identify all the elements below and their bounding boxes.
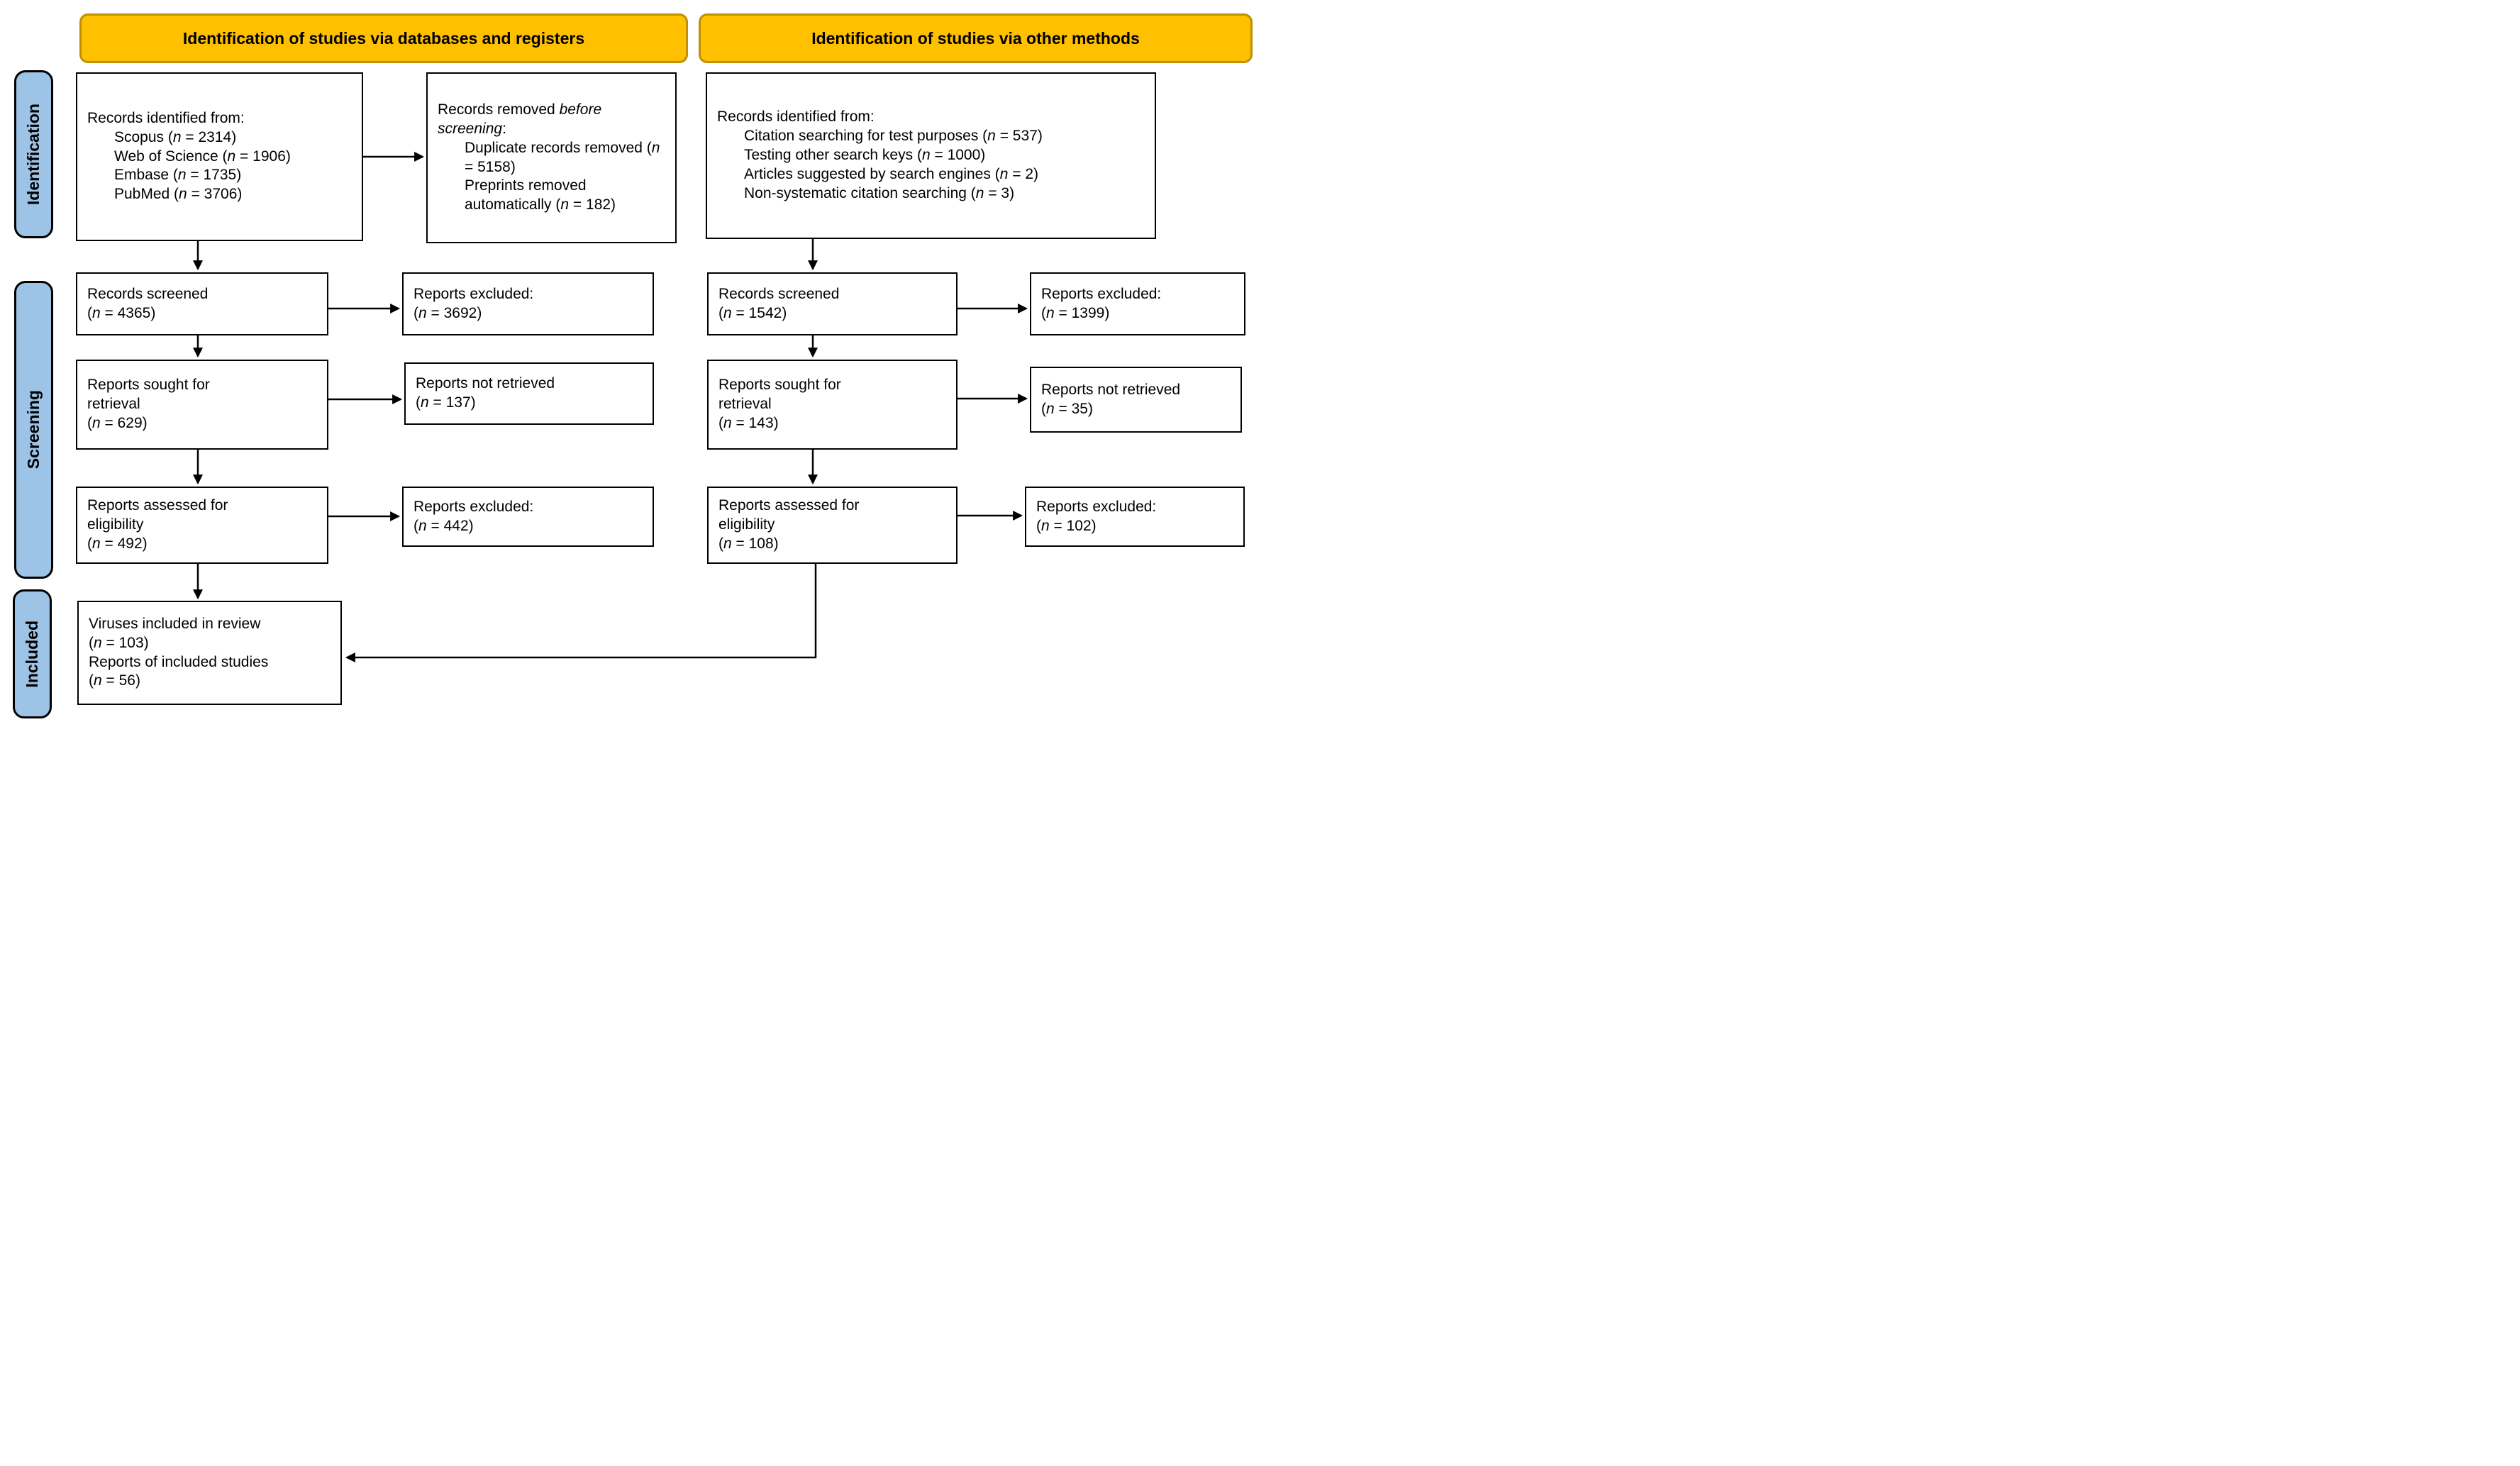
box-reports-assessed-other-methods: Reports assessed for eligibility (n = 108): [707, 487, 958, 564]
box-line: (n = 102): [1036, 517, 1097, 534]
box-line: Records removed before screening:: [438, 101, 602, 137]
box-records-screened-databases: Records screened (n = 4365): [76, 272, 328, 335]
prisma-flow-diagram: Identification of studies via databases …: [0, 0, 1260, 733]
box-line: (n = 3692): [413, 304, 482, 321]
box-line: Records screened: [718, 285, 840, 302]
box-line: Viruses included in review: [89, 615, 261, 632]
stage-included: Included: [13, 589, 52, 718]
box-line: Reports excluded:: [413, 285, 534, 302]
box-line: Reports of included studies: [89, 653, 269, 670]
box-studies-included-in-review: Viruses included in review (n = 103) Repor…: [77, 601, 342, 705]
box-line: Citation searching for test purposes (n …: [744, 128, 1043, 145]
box-line: Records identified from:: [717, 109, 875, 126]
box-records-screened-other-methods: Records screened (n = 1542): [707, 272, 958, 335]
box-line: (n = 35): [1041, 400, 1093, 417]
box-records-identified-databases: Records identified from: Scopus (n = 2314…: [76, 72, 363, 241]
box-line: Reports sought for: [718, 377, 841, 394]
box-line: (n = 629): [87, 414, 148, 431]
box-line: Testing other search keys (n = 1000): [744, 147, 986, 164]
box-line: Web of Science (n = 1906): [114, 148, 291, 165]
box-line: (n = 103): [89, 634, 149, 651]
box-reports-excluded-eligibility-databases: Reports excluded: (n = 442): [402, 487, 654, 547]
box-reports-excluded-screening-databases: Reports excluded: (n = 3692): [402, 272, 654, 335]
box-line: PubMed (n = 3706): [114, 186, 243, 203]
header-identification-via-other-methods: Identification of studies via other meth…: [699, 13, 1253, 63]
connector-other-assessed-to-included: [345, 564, 817, 662]
box-line: Reports not retrieved: [1041, 381, 1181, 398]
box-reports-sought-databases: Reports sought for retrieval(n = 629): [76, 360, 328, 450]
box-reports-assessed-databases: Reports assessed for eligibility (n = 492): [76, 487, 328, 564]
box-line: (n = 137): [416, 394, 476, 411]
box-records-removed-before-screening: Records removed before screening:Duplica…: [426, 72, 677, 243]
box-line: Non-systematic citation searching (n = 3…: [744, 184, 1015, 201]
stage-screening: Screening: [14, 281, 53, 579]
box-line: Preprints removed automatically (n = 182…: [465, 177, 616, 213]
stage-identification: Identification: [14, 70, 53, 238]
box-reports-not-retrieved-other-methods: Reports not retrieved (n = 35): [1030, 367, 1242, 433]
stage-screening-label: Screening: [24, 390, 43, 470]
box-line: (n = 56): [89, 672, 140, 689]
box-line: Reports assessed for: [87, 497, 228, 514]
header-identification-via-databases: Identification of studies via databases …: [79, 13, 688, 63]
box-line: Scopus (n = 2314): [114, 128, 237, 145]
box-line: (n = 4365): [87, 304, 156, 321]
box-reports-not-retrieved-databases: Reports not retrieved (n = 137): [404, 362, 654, 425]
box-line: Reports not retrieved: [416, 375, 555, 392]
box-line: Duplicate records removed (n = 5158): [465, 139, 660, 175]
stage-included-label: Included: [23, 620, 41, 688]
box-records-identified-other-methods: Records identified from: Citation searchi…: [706, 72, 1156, 239]
box-line: (n = 1542): [718, 304, 787, 321]
box-line: eligibility: [718, 516, 775, 533]
box-line: eligibility: [87, 516, 144, 533]
box-line: retrieval: [87, 396, 140, 413]
box-line: (n = 442): [413, 517, 474, 534]
box-line: (n = 143): [718, 414, 779, 431]
box-line: Reports excluded:: [413, 498, 534, 515]
box-reports-sought-other-methods: Reports sought for retrieval(n = 143): [707, 360, 958, 450]
box-line: retrieval: [718, 396, 772, 413]
box-line: Records identified from:: [87, 109, 245, 126]
box-line: Articles suggested by search engines (n …: [744, 165, 1038, 182]
stage-identification-label: Identification: [24, 103, 43, 206]
box-line: Records screened: [87, 285, 209, 302]
box-line: Reports assessed for: [718, 497, 860, 514]
box-line: (n = 492): [87, 535, 148, 552]
box-reports-excluded-screening-other-methods: Reports excluded: (n = 1399): [1030, 272, 1245, 335]
box-line: Reports excluded:: [1036, 498, 1157, 515]
box-line: Reports sought for: [87, 377, 210, 394]
box-line: Reports excluded:: [1041, 285, 1162, 302]
box-line: Embase (n = 1735): [114, 167, 242, 184]
box-line: (n = 1399): [1041, 304, 1110, 321]
box-reports-excluded-eligibility-other-methods: Reports excluded: (n = 102): [1025, 487, 1245, 547]
box-line: (n = 108): [718, 535, 779, 552]
